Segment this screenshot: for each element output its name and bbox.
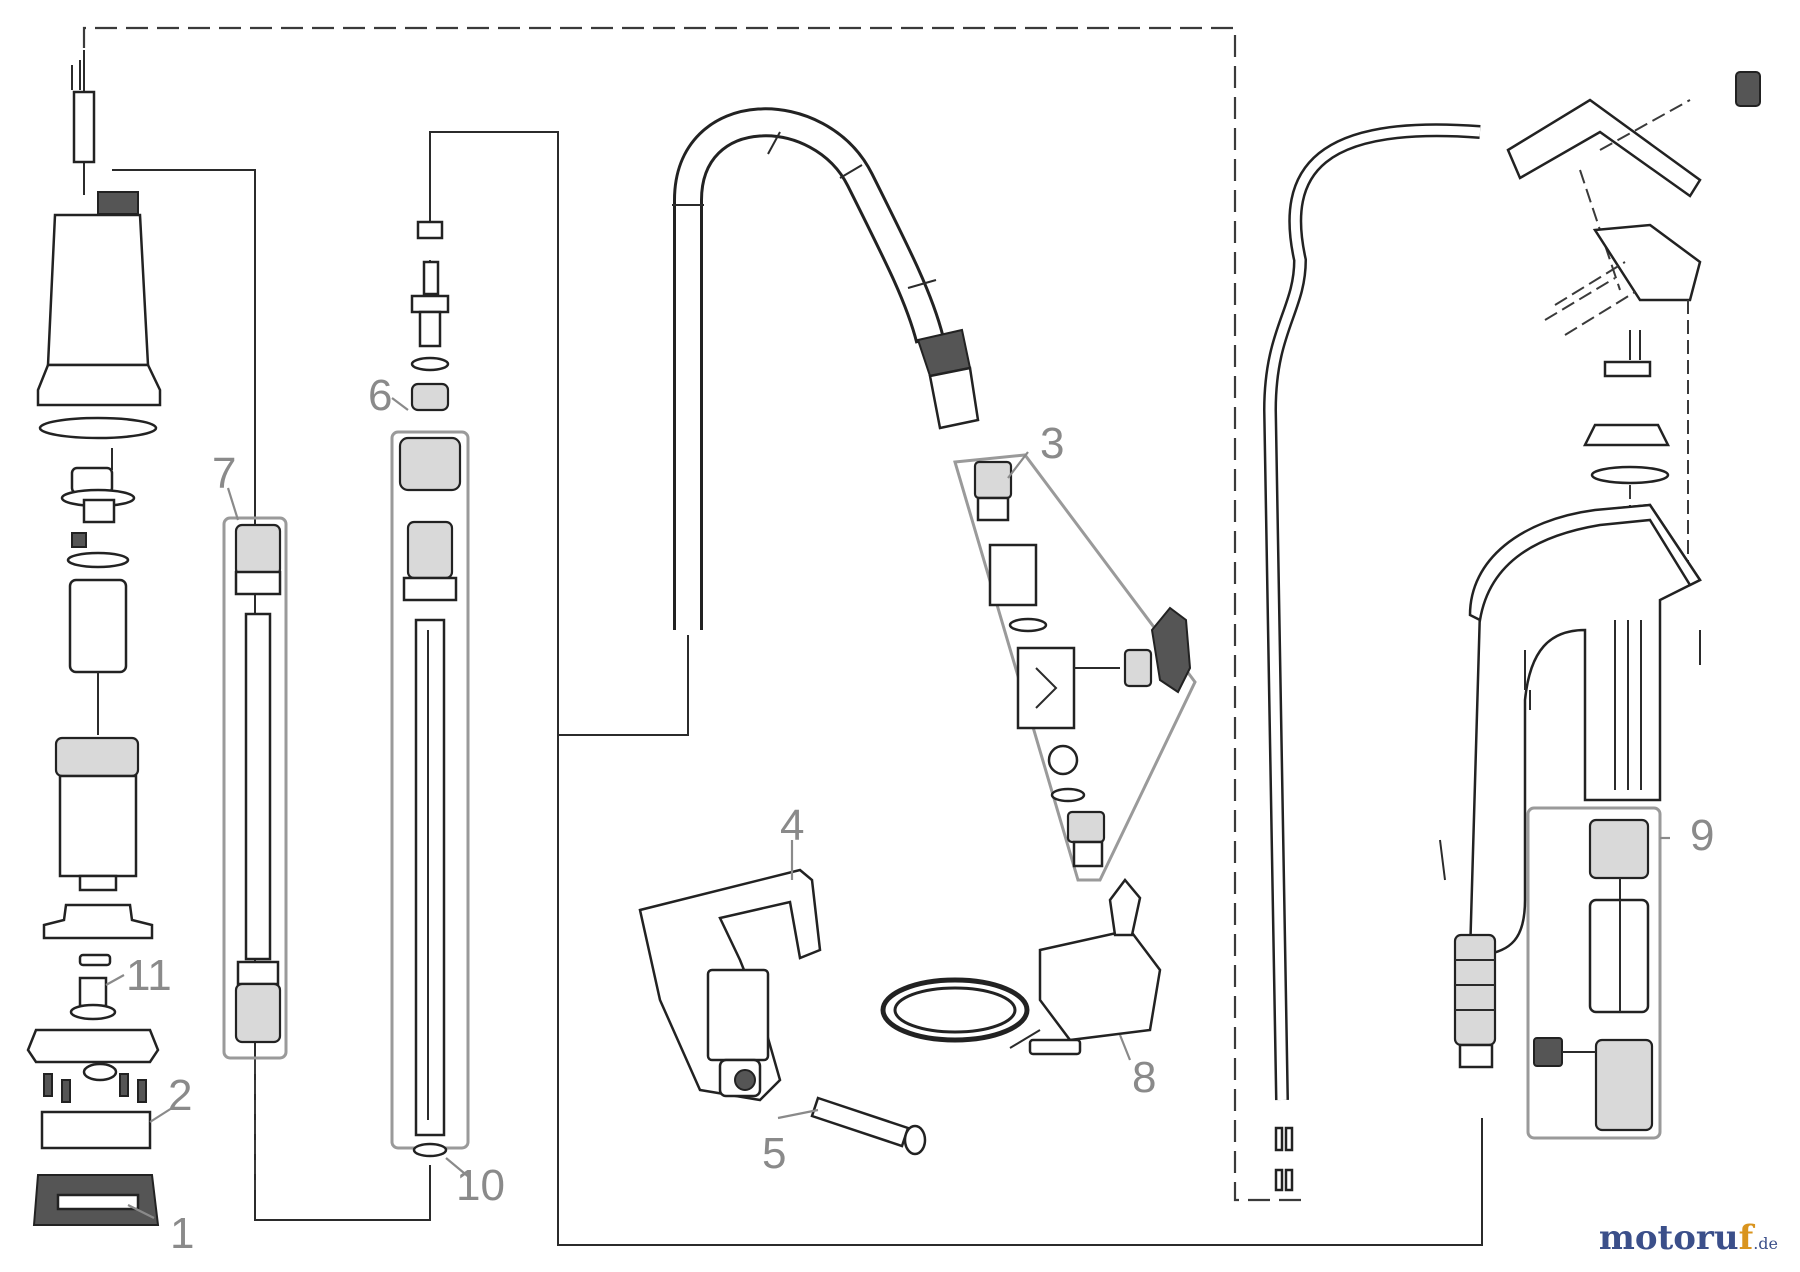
handle-assembly — [1439, 71, 1761, 1069]
motor-assembly — [26, 50, 162, 1226]
callout-numbers: 1 2 3 4 5 6 7 8 9 10 11 — [126, 371, 1714, 1258]
callout-6: 6 — [368, 371, 392, 420]
watermark-logo: motoruf.de — [1599, 1218, 1778, 1258]
hose — [672, 107, 980, 630]
part-7-rod — [222, 516, 288, 1060]
part-6-tube — [390, 220, 470, 1158]
callout-9: 9 — [1690, 811, 1714, 860]
part-3-connector-set — [953, 453, 1197, 882]
watermark-tld: .de — [1753, 1234, 1778, 1253]
callout-leaders — [105, 397, 1670, 1219]
callout-11: 11 — [126, 951, 172, 1000]
part-9-battery — [1526, 806, 1662, 1140]
callout-10: 10 — [456, 1161, 505, 1210]
part-4-holder — [638, 868, 822, 1102]
callout-7: 7 — [212, 449, 236, 498]
callout-1: 1 — [170, 1209, 194, 1258]
callout-2: 2 — [168, 1071, 192, 1120]
watermark-main: motoru — [1598, 1218, 1739, 1258]
callout-5: 5 — [762, 1129, 786, 1178]
watermark-accent: f — [1738, 1218, 1754, 1258]
callout-3: 3 — [1040, 419, 1064, 468]
callout-8: 8 — [1132, 1053, 1156, 1102]
callout-4: 4 — [780, 801, 804, 850]
part-8-charger — [880, 877, 1162, 1056]
part-5-pin — [810, 1096, 927, 1156]
cable — [1262, 123, 1481, 1192]
